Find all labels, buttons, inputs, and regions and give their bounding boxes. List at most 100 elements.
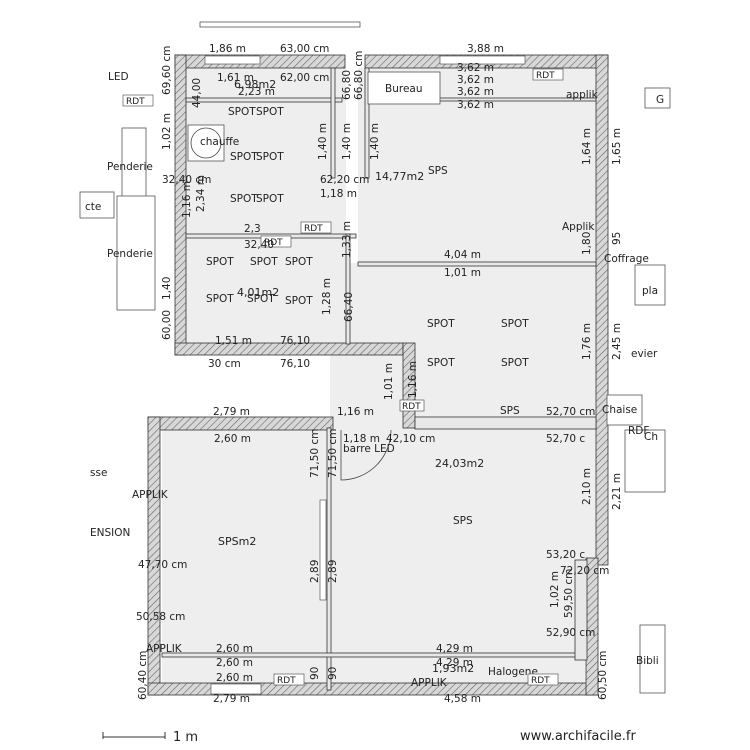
- label-applik-5: applik: [566, 89, 599, 101]
- rdt-7: RDT: [402, 402, 421, 412]
- svg-text:1,65 m: 1,65 m: [611, 128, 623, 165]
- svg-text:90: 90: [309, 667, 321, 680]
- label-sion: ENSION: [90, 527, 130, 539]
- window-top-left: [204, 55, 261, 65]
- spot-5: SPOT: [230, 193, 258, 205]
- svg-text:1,16 m: 1,16 m: [181, 181, 193, 218]
- fixture-pla: [634, 264, 666, 306]
- spot-3: SPOT: [230, 151, 258, 163]
- svg-text:1,86 m: 1,86 m: [209, 43, 246, 55]
- svg-text:69,60 cm: 69,60 cm: [161, 46, 173, 95]
- label-cte: cte: [85, 201, 101, 213]
- svg-text:2,60 m: 2,60 m: [214, 433, 251, 445]
- label-coffrage: Coffrage: [604, 253, 649, 265]
- svg-text:52,70 c: 52,70 c: [546, 433, 585, 445]
- rdt-1: RDT: [126, 97, 145, 107]
- svg-text:4,04 m: 4,04 m: [444, 249, 481, 261]
- room-area-3: 4,01m2: [237, 286, 279, 299]
- label-bureau: Bureau: [385, 83, 423, 95]
- label-chauffe: chauffe: [200, 136, 239, 148]
- chaise-box: [606, 394, 643, 426]
- svg-text:1,40: 1,40: [161, 277, 173, 300]
- svg-text:50,58 cm: 50,58 cm: [136, 611, 185, 623]
- svg-text:2,79 m: 2,79 m: [213, 693, 250, 705]
- spot-7: SPOT: [206, 256, 234, 268]
- label-ch: Ch: [644, 431, 658, 443]
- room-area-2: 14,77m2: [375, 170, 424, 183]
- floor-living: [330, 263, 596, 563]
- svg-text:52,70 cm: 52,70 cm: [546, 406, 595, 418]
- window-top-right: [439, 55, 526, 65]
- label-g: G: [656, 94, 664, 106]
- room-area-5: SPSm2: [218, 535, 256, 548]
- spot-1: SPOT: [228, 106, 256, 118]
- spot-6: SPOT: [256, 193, 284, 205]
- spot-11: SPOT: [247, 293, 275, 305]
- svg-text:76,10: 76,10: [280, 335, 310, 347]
- label-evier: evier: [631, 348, 658, 360]
- rdt-markers: RDT RDT RDT RDT RDT RDT RDT: [122, 68, 564, 686]
- svg-text:1,01 m: 1,01 m: [444, 267, 481, 279]
- svg-text:4,58 m: 4,58 m: [444, 693, 481, 705]
- svg-text:30 cm: 30 cm: [208, 358, 241, 370]
- svg-text:44,00: 44,00: [191, 78, 203, 108]
- spot-12: SPOT: [285, 295, 313, 307]
- svg-text:2,89: 2,89: [327, 560, 339, 583]
- watermark: www.archifacile.fr: [520, 729, 636, 744]
- rdt-4: RDT: [536, 71, 555, 81]
- svg-text:2,79 m: 2,79 m: [213, 406, 250, 418]
- svg-text:2,60 m: 2,60 m: [216, 657, 253, 669]
- interior-walls: [161, 67, 597, 691]
- room-area-1: 6,98m2: [234, 78, 276, 91]
- floor-bottom: [330, 560, 585, 690]
- svg-text:47,70 cm: 47,70 cm: [138, 559, 187, 571]
- svg-text:1,76 m: 1,76 m: [581, 323, 593, 360]
- svg-text:53,20 c: 53,20 c: [546, 549, 585, 561]
- svg-text:71,50 cm: 71,50 cm: [327, 429, 339, 478]
- svg-text:71,50 cm: 71,50 cm: [309, 429, 321, 478]
- svg-text:4,29 m: 4,29 m: [436, 643, 473, 655]
- label-applik-2: APPLIK: [146, 643, 183, 655]
- label-led: LED: [108, 71, 129, 83]
- svg-text:1,18 m: 1,18 m: [343, 433, 380, 445]
- svg-text:63,00 cm: 63,00 cm: [280, 43, 329, 55]
- label-pla: pla: [642, 285, 658, 297]
- chaise-2: [624, 429, 666, 493]
- spot-2: SPOT: [256, 106, 284, 118]
- svg-text:66,40: 66,40: [343, 292, 355, 322]
- svg-text:59,50 cm: 59,50 cm: [563, 569, 575, 618]
- cabinet-left: [79, 191, 115, 219]
- vertical-dimension-labels: 69,60 cm 44,00 66,80 66,80 cm 1,02 m 1,4…: [137, 46, 623, 700]
- scale-label: 1 m: [173, 730, 198, 745]
- label-applik-3: APPLIK: [411, 677, 448, 689]
- penderie-bottom: [116, 195, 156, 311]
- label-halogene: Halogene: [488, 666, 538, 678]
- svg-text:42,10 cm: 42,10 cm: [386, 433, 435, 445]
- svg-text:2,60 m: 2,60 m: [216, 672, 253, 684]
- svg-text:1,28 m: 1,28 m: [321, 278, 333, 315]
- svg-text:2,89: 2,89: [309, 560, 321, 583]
- svg-text:90: 90: [327, 667, 339, 680]
- svg-text:66,80: 66,80: [341, 70, 353, 100]
- svg-text:4,29 m: 4,29 m: [436, 657, 473, 669]
- svg-text:2,45 m: 2,45 m: [611, 323, 623, 360]
- svg-text:3,62 m: 3,62 m: [457, 74, 494, 86]
- svg-text:1,16 m: 1,16 m: [337, 406, 374, 418]
- svg-text:32,40 cm: 32,40 cm: [162, 174, 211, 186]
- svg-text:1,33 m: 1,33 m: [341, 221, 353, 258]
- label-penderie-2: Penderie: [107, 248, 153, 260]
- dimension-labels: 1,86 m 63,00 cm 3,88 m 1,61 m 62,00 cm 2…: [136, 43, 609, 705]
- door-swing: [340, 429, 392, 481]
- spot-15: SPOT: [427, 357, 455, 369]
- rdt-3: RDT: [264, 238, 283, 248]
- svg-text:72,20 cm: 72,20 cm: [560, 565, 609, 577]
- svg-text:3,62 m: 3,62 m: [457, 99, 494, 111]
- spot-4: SPOT: [256, 151, 284, 163]
- svg-text:52,90 cm: 52,90 cm: [546, 627, 595, 639]
- floor-left-upper: [186, 68, 346, 353]
- svg-text:3,88 m: 3,88 m: [467, 43, 504, 55]
- window-bottom-left: [210, 683, 262, 695]
- spot-9: SPOT: [285, 256, 313, 268]
- boiler-box: [187, 124, 225, 162]
